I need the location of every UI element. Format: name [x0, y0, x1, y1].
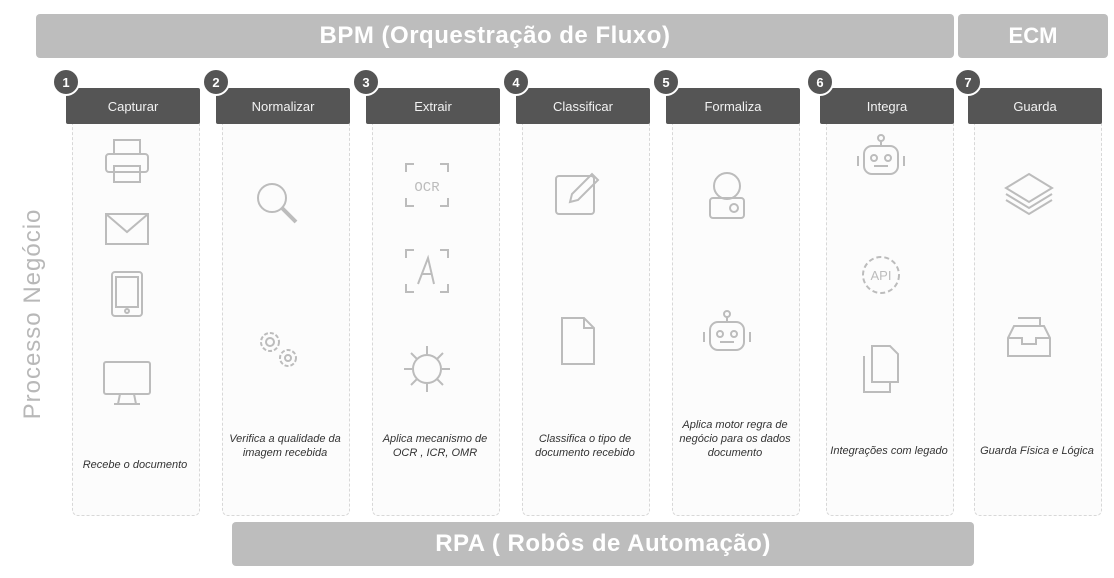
- side-label: Processo Negócio: [19, 208, 46, 420]
- step-capturar: Capturar 1 Recebe o documento: [52, 68, 206, 516]
- step-number: 3: [352, 68, 380, 96]
- gears-icon: [250, 322, 304, 376]
- step-title: Integra: [820, 88, 954, 124]
- step-card: [372, 112, 500, 516]
- printer-icon: [100, 134, 154, 188]
- files-icon: [854, 342, 908, 396]
- step-number: 2: [202, 68, 230, 96]
- ecm-banner: ECM: [958, 14, 1108, 58]
- step-number: 7: [954, 68, 982, 96]
- step-card: [222, 112, 350, 516]
- step-title: Guarda: [968, 88, 1102, 124]
- step-title: Normalizar: [216, 88, 350, 124]
- monitor-icon: [100, 356, 154, 410]
- ocr-icon: OCR: [400, 158, 454, 212]
- robot-icon: [854, 132, 908, 186]
- step-card: [672, 112, 800, 516]
- step-title: Extrair: [366, 88, 500, 124]
- step-description: Recebe o documento: [82, 459, 188, 471]
- rpa-banner: RPA ( Robôs de Automação): [232, 522, 974, 566]
- tablet-icon: [100, 268, 154, 322]
- api-label: API: [871, 268, 892, 283]
- step-number: 4: [502, 68, 530, 96]
- robot-icon: [700, 308, 754, 362]
- step-formaliza: Formaliza 5 Aplica motor regra de negóci…: [652, 68, 806, 516]
- step-classificar: Classificar 4 Classifica o tipo de docum…: [502, 68, 656, 516]
- step-description: Guarda Física e Lógica: [980, 445, 1094, 457]
- step-extrair: Extrair 3 OCR Aplica mecanismo de OCR , …: [352, 68, 506, 516]
- ocr-label: OCR: [414, 180, 440, 196]
- step-normalizar: Normalizar 2 Verifica a qualidade da ima…: [202, 68, 356, 516]
- step-title: Capturar: [66, 88, 200, 124]
- step-title: Formaliza: [666, 88, 800, 124]
- step-title: Classificar: [516, 88, 650, 124]
- step-number: 5: [652, 68, 680, 96]
- bpm-banner: BPM (Orquestração de Fluxo): [36, 14, 954, 58]
- handwriting-icon: [400, 244, 454, 298]
- chip-icon: [400, 342, 454, 396]
- person-icon: [700, 168, 754, 222]
- archive-icon: [1002, 312, 1056, 366]
- step-description: Integrações com legado: [830, 445, 948, 457]
- step-description: Aplica mecanismo de OCR , ICR, OMR: [382, 433, 488, 459]
- step-number: 1: [52, 68, 80, 96]
- step-guarda: Guarda 7 Guarda Física e Lógica: [954, 68, 1108, 516]
- envelope-icon: [100, 202, 154, 256]
- step-description: Classifica o tipo de documento recebido: [535, 433, 635, 459]
- edit-icon: [550, 166, 604, 220]
- step-integra: Integra 6 API Integrações com legado: [806, 68, 960, 516]
- step-number: 6: [806, 68, 834, 96]
- step-description: Aplica motor regra de negócio para os da…: [679, 419, 791, 459]
- step-description: Verifica a qualidade da imagem recebida: [229, 433, 341, 459]
- layers-icon: [1002, 166, 1056, 220]
- magnifier-icon: [250, 176, 304, 230]
- document-icon: [550, 314, 604, 368]
- api-icon: API: [854, 248, 908, 302]
- step-card: [72, 112, 200, 516]
